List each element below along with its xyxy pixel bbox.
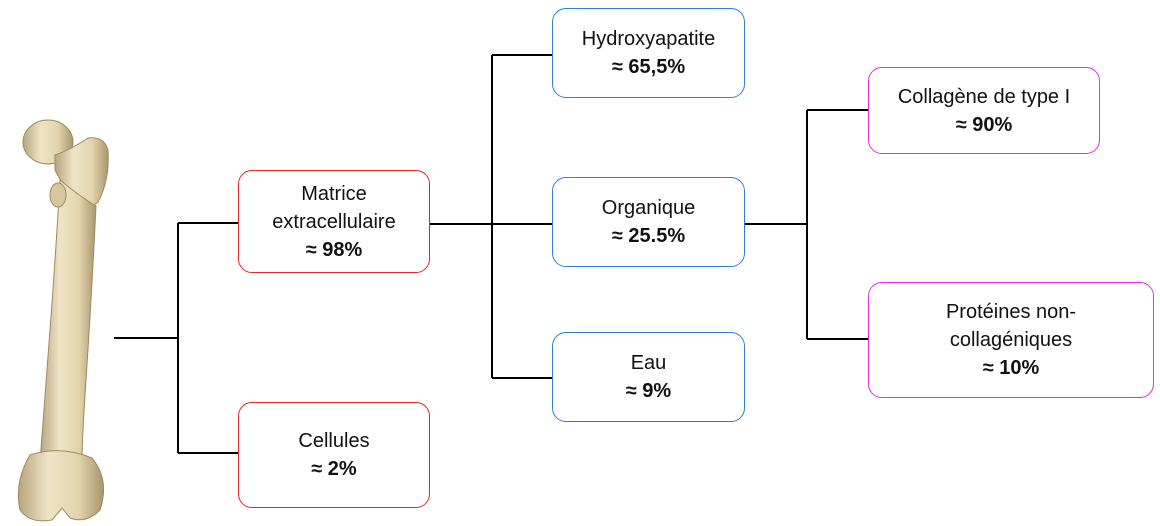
node-hydroxyapatite: Hydroxyapatite ≈ 65,5% <box>552 8 745 98</box>
node-label: Cellules <box>298 430 370 452</box>
node-label: Matrice <box>301 182 367 205</box>
node-label: Organique <box>601 197 696 219</box>
node-percent: ≈ 9% <box>625 380 672 402</box>
node-cellules: Cellules ≈ 2% <box>238 402 430 508</box>
node-label: Hydroxyapatite <box>581 28 716 50</box>
node-percent: ≈ 90% <box>955 113 1013 136</box>
node-percent: ≈ 25.5% <box>611 225 686 247</box>
node-label: Collagène de type I <box>897 85 1071 108</box>
node-eau: Eau ≈ 9% <box>552 332 745 422</box>
node-proteines-non-collageniques: Protéines non- collagéniques ≈ 10% <box>868 282 1154 398</box>
node-label: Eau <box>630 352 667 374</box>
node-percent: ≈ 65,5% <box>611 56 686 78</box>
node-label: extracellulaire <box>272 210 396 233</box>
node-label: Protéines non- <box>945 301 1077 323</box>
node-label: collagéniques <box>949 329 1073 351</box>
node-percent: ≈ 10% <box>982 357 1040 379</box>
node-collagene-type-1: Collagène de type I ≈ 90% <box>868 67 1100 154</box>
node-percent: ≈ 2% <box>311 458 357 480</box>
node-percent: ≈ 98% <box>305 238 363 261</box>
femur-bone-image <box>17 119 109 522</box>
node-organique: Organique ≈ 25.5% <box>552 177 745 267</box>
node-matrice-extracellulaire: Matrice extracellulaire ≈ 98% <box>238 170 430 273</box>
